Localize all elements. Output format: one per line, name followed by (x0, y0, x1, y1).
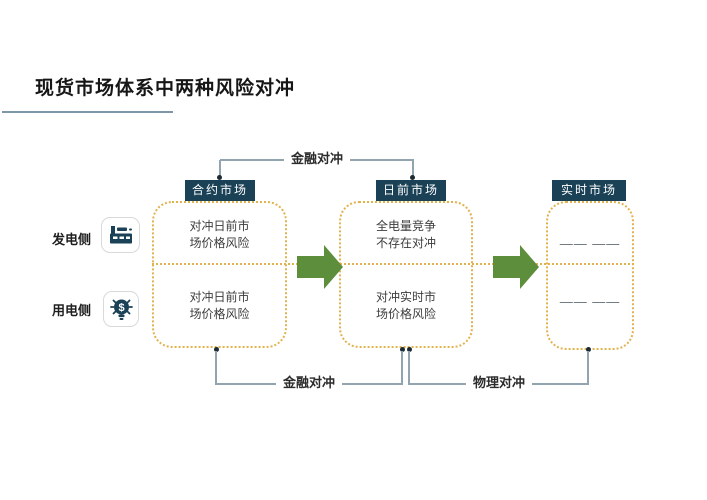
contract-load-cell: 对冲日前市 场价格风险 (189, 290, 250, 322)
real-time-gen-cell: —— —— (559, 236, 621, 251)
contract-gen-cell: 对冲日前市 场价格风险 (189, 219, 250, 251)
gen-load-divider (152, 263, 634, 265)
connector-dot (214, 347, 219, 352)
connector-dot (400, 347, 405, 352)
bottom-physical-hedge-label: 物理对冲 (466, 374, 532, 392)
bottom-financial-hedge-label: 金融对冲 (276, 374, 342, 392)
arrow-contract-to-day-ahead (297, 245, 343, 289)
connector-dot (217, 175, 222, 180)
bottom-bracket2-left-drop (408, 351, 410, 384)
top-bracket-right-drop (412, 160, 414, 177)
load-side-label: 用电侧 (52, 303, 92, 318)
day-ahead-gen-cell: 全电量竞争 不存在对冲 (375, 219, 436, 251)
header-contract-market: 合约市场 (185, 180, 255, 201)
contract-market-box (152, 201, 287, 348)
connector-dot (586, 347, 591, 352)
connector-dot (410, 175, 415, 180)
arrow-day-ahead-to-real-time (493, 245, 539, 289)
load-icon-card: $ (103, 291, 139, 327)
title-underline (2, 111, 173, 113)
bulb-dollar-icon: $ (109, 299, 133, 320)
header-day-ahead-market: 日前市场 (376, 180, 446, 201)
factory-icon (109, 226, 132, 244)
bottom-bracket1-left-drop (215, 351, 217, 384)
top-financial-hedge-label: 金融对冲 (284, 150, 350, 168)
real-time-market-box (546, 201, 634, 350)
page-title: 现货市场体系中两种风险对冲 (35, 78, 296, 99)
day-ahead-load-cell: 对冲实时市 场价格风险 (375, 290, 436, 322)
bottom-bracket2-right-drop (587, 351, 589, 384)
connector-dot (407, 347, 412, 352)
generation-icon-card (101, 217, 140, 253)
generation-side-label: 发电侧 (52, 232, 92, 247)
day-ahead-market-box (339, 201, 473, 348)
real-time-load-cell: —— —— (559, 294, 621, 309)
bottom-bracket1-right-drop (401, 351, 403, 384)
header-real-time-market: 实时市场 (552, 180, 626, 201)
svg-text:$: $ (118, 302, 124, 314)
top-bracket-left-drop (219, 160, 221, 177)
